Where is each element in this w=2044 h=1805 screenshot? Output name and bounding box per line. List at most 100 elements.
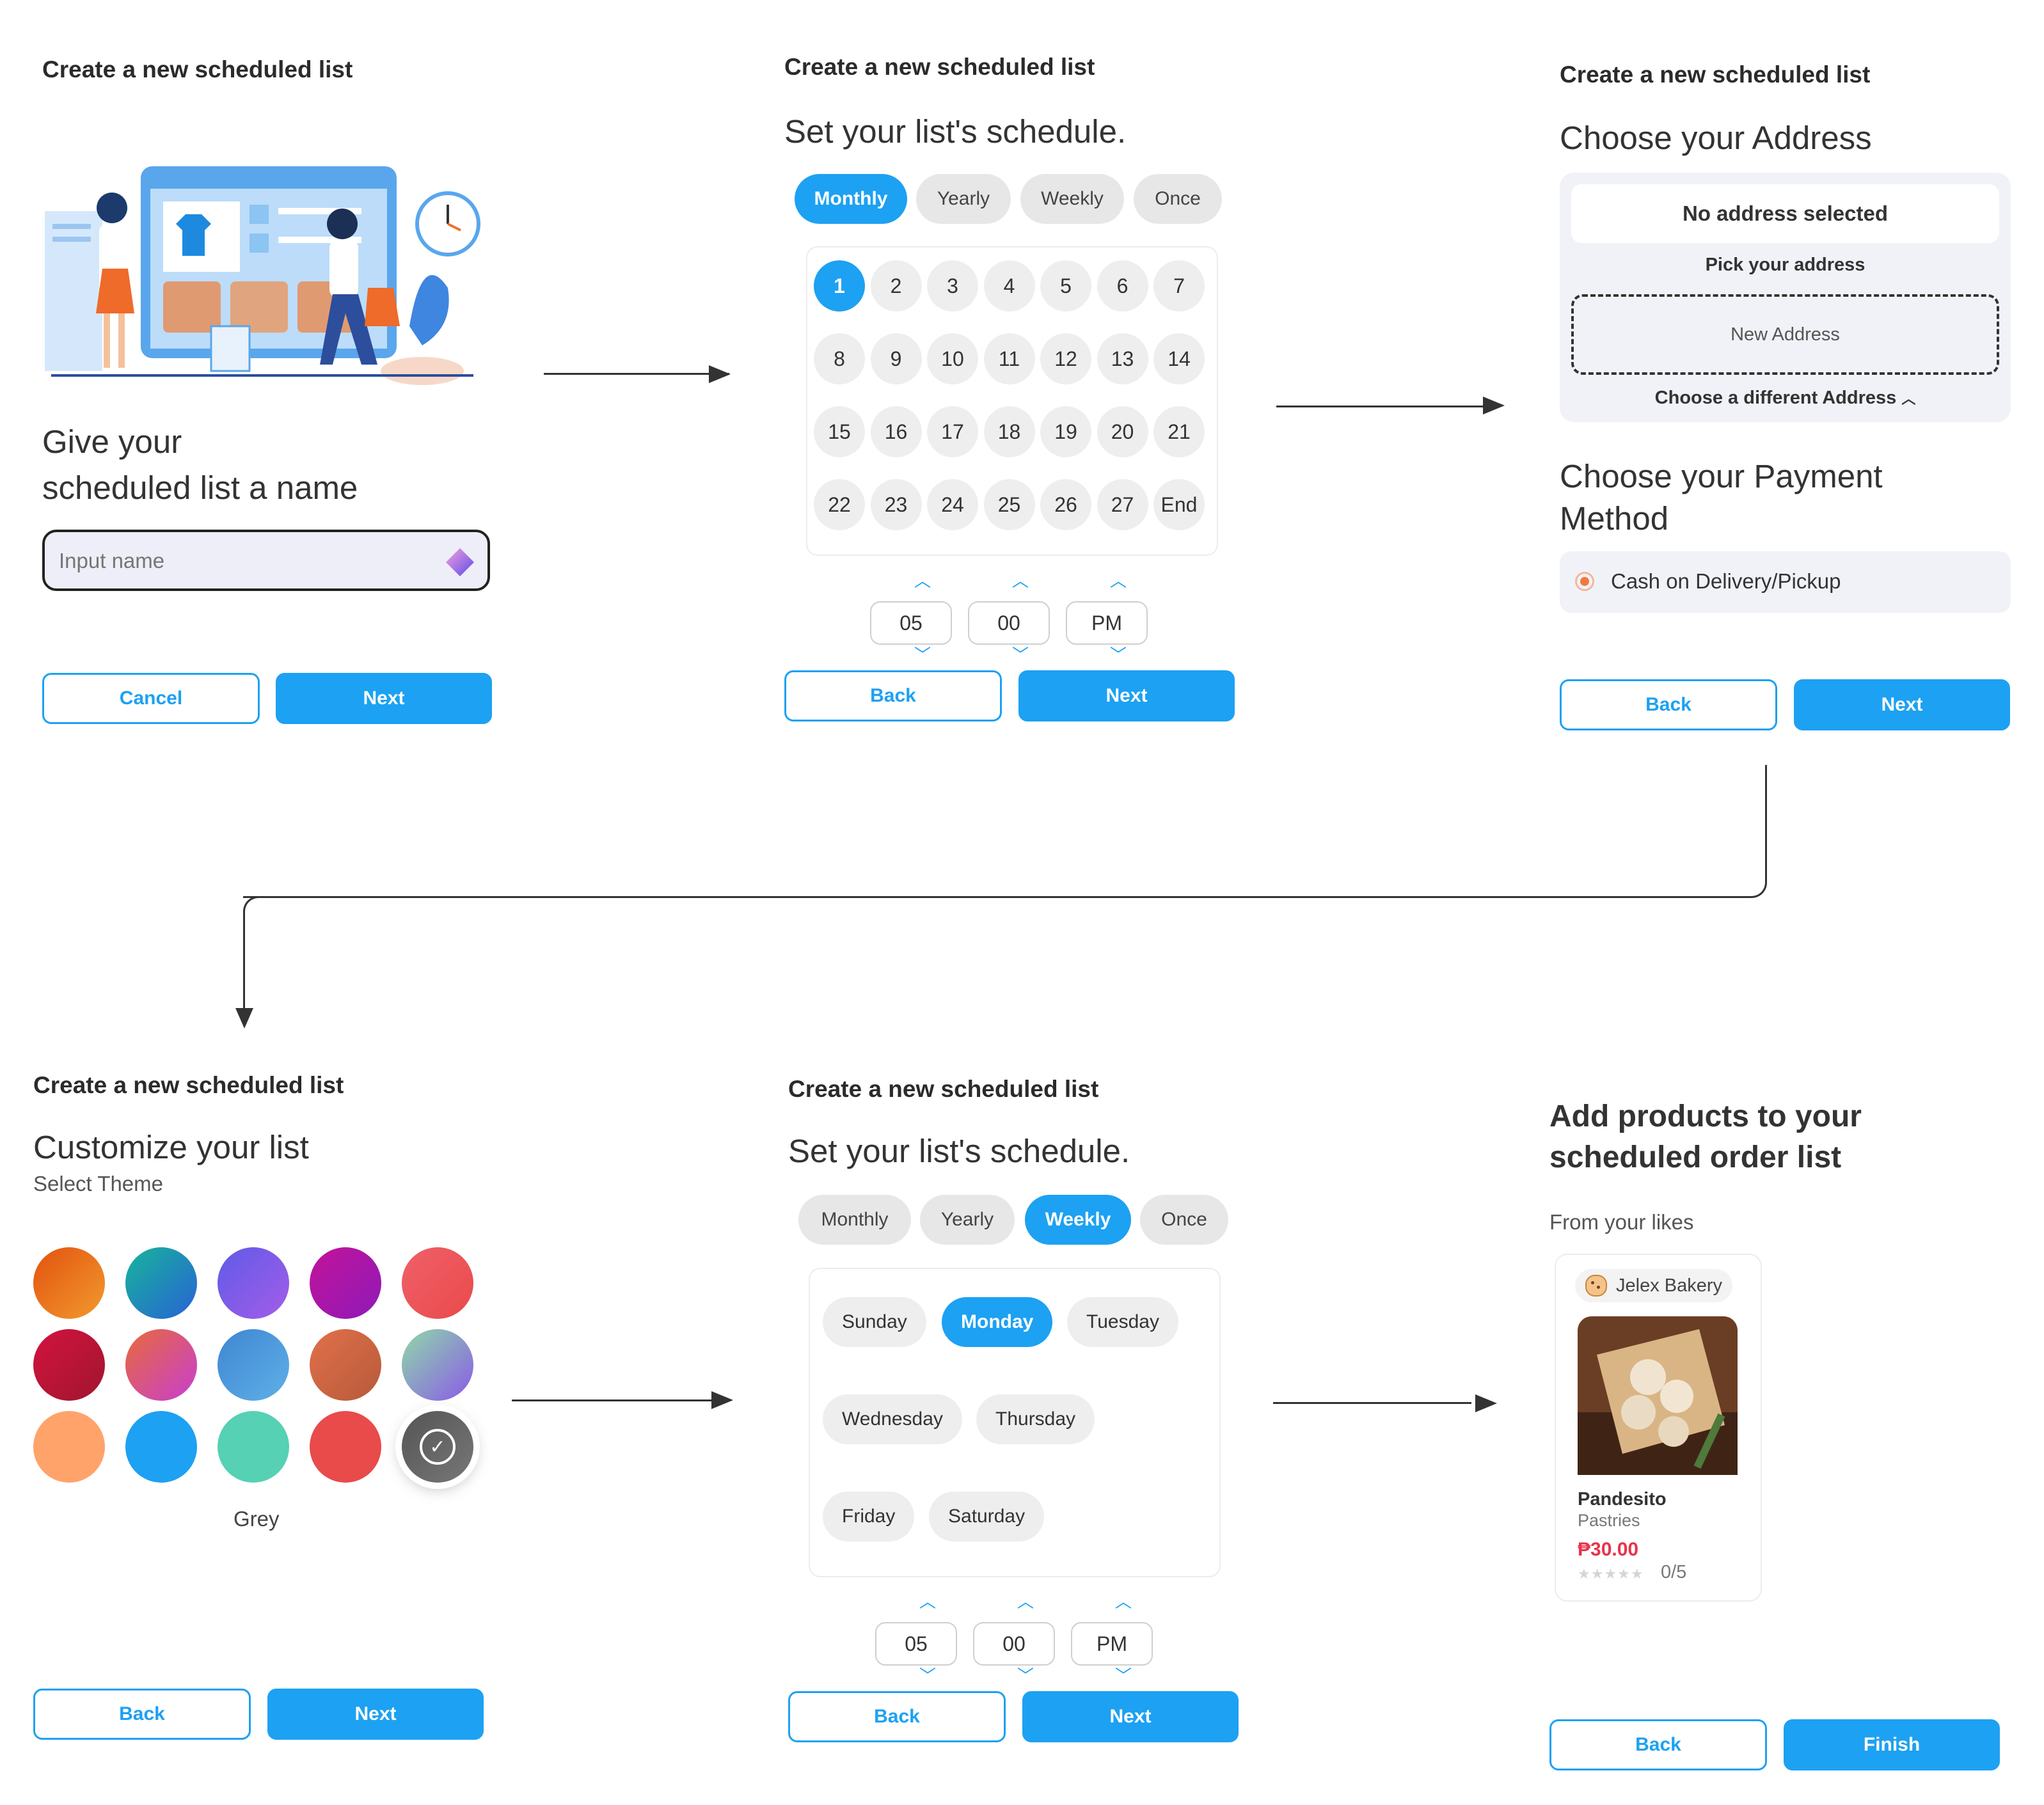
day-cell[interactable]: 3 — [927, 260, 978, 311]
hour-up-chevron-icon[interactable]: ︿ — [919, 1592, 936, 1611]
theme-swatch[interactable] — [310, 1247, 381, 1319]
weekday-monday[interactable]: Monday — [942, 1297, 1053, 1347]
theme-swatch[interactable] — [310, 1411, 381, 1483]
payment-option-cod[interactable]: Cash on Delivery/Pickup — [1560, 551, 2011, 613]
minute-up-chevron-icon[interactable]: ︿ — [1011, 571, 1029, 590]
tab-monthly[interactable]: Monthly — [795, 174, 907, 224]
day-cell[interactable]: 7 — [1153, 260, 1205, 311]
new-address-button[interactable]: New Address — [1571, 294, 1999, 375]
weekday-wednesday[interactable]: Wednesday — [823, 1394, 962, 1444]
day-cell[interactable]: 15 — [814, 406, 865, 457]
hour-down-chevron-icon[interactable]: ﹀ — [914, 645, 931, 665]
back-button[interactable]: Back — [1560, 679, 1777, 730]
name-input-wrapper[interactable] — [42, 530, 490, 591]
day-cell[interactable]: 24 — [927, 479, 978, 530]
day-cell[interactable]: 19 — [1040, 406, 1091, 457]
theme-swatch[interactable] — [33, 1411, 105, 1483]
tab-yearly[interactable]: Yearly — [920, 1195, 1015, 1245]
next-button[interactable]: Next — [1022, 1691, 1239, 1742]
ampm-field[interactable]: PM — [1066, 601, 1148, 645]
weekday-friday[interactable]: Friday — [823, 1492, 915, 1541]
day-cell[interactable]: 2 — [870, 260, 922, 311]
theme-swatch[interactable] — [218, 1329, 289, 1401]
ampm-down-chevron-icon[interactable]: ﹀ — [1109, 645, 1127, 665]
day-cell[interactable]: 13 — [1097, 333, 1148, 384]
day-cell[interactable]: 12 — [1040, 333, 1091, 384]
day-cell[interactable]: 27 — [1097, 479, 1148, 530]
back-button[interactable]: Back — [784, 670, 1002, 721]
tab-once[interactable]: Once — [1140, 1195, 1228, 1245]
ampm-field[interactable]: PM — [1071, 1622, 1153, 1666]
flow-connector-line — [243, 896, 262, 1014]
day-cell[interactable]: 26 — [1040, 479, 1091, 530]
day-cell[interactable]: 6 — [1097, 260, 1148, 311]
ampm-up-chevron-icon[interactable]: ︿ — [1109, 571, 1127, 590]
day-cell[interactable]: 9 — [870, 333, 922, 384]
store-badge[interactable]: Jelex Bakery — [1575, 1269, 1733, 1302]
tab-weekly[interactable]: Weekly — [1020, 174, 1124, 224]
schedule-heading: Set your list's schedule. — [788, 1133, 1130, 1169]
day-cell[interactable]: 10 — [927, 333, 978, 384]
minute-down-chevron-icon[interactable]: ﹀ — [1011, 645, 1029, 665]
day-cell[interactable]: 18 — [983, 406, 1035, 457]
name-input[interactable] — [58, 542, 418, 579]
back-button[interactable]: Back — [788, 1691, 1006, 1742]
hour-field[interactable]: 05 — [870, 601, 952, 645]
theme-swatch[interactable] — [402, 1329, 473, 1401]
theme-swatch[interactable] — [310, 1329, 381, 1401]
day-cell[interactable]: 11 — [983, 333, 1035, 384]
weekday-saturday[interactable]: Saturday — [929, 1492, 1045, 1541]
theme-swatch[interactable] — [402, 1247, 473, 1319]
theme-swatch[interactable] — [218, 1411, 289, 1483]
next-button[interactable]: Next — [1794, 679, 2010, 730]
back-button[interactable]: Back — [1549, 1719, 1767, 1770]
day-cell[interactable]: 25 — [983, 479, 1035, 530]
theme-swatch[interactable] — [33, 1329, 105, 1401]
day-cell[interactable]: 23 — [870, 479, 922, 530]
day-cell[interactable]: 8 — [814, 333, 865, 384]
day-cell[interactable]: 17 — [927, 406, 978, 457]
product-card[interactable]: Jelex Bakery Pandesito Pastries ₱30.00 ★… — [1555, 1254, 1762, 1602]
tab-monthly[interactable]: Monthly — [798, 1195, 911, 1245]
choose-different-address-link[interactable]: Choose a different Address ︿ — [1560, 388, 2011, 409]
day-cell[interactable]: 21 — [1153, 406, 1205, 457]
next-button[interactable]: Next — [276, 673, 492, 724]
hour-down-chevron-icon[interactable]: ﹀ — [919, 1666, 936, 1685]
day-cell[interactable]: 22 — [814, 479, 865, 530]
ampm-down-chevron-icon[interactable]: ﹀ — [1114, 1666, 1132, 1685]
weekday-sunday[interactable]: Sunday — [823, 1297, 926, 1347]
theme-swatch-selected[interactable]: ✓ — [402, 1411, 473, 1483]
hour-up-chevron-icon[interactable]: ︿ — [914, 571, 931, 590]
day-cell[interactable]: 16 — [870, 406, 922, 457]
weekday-thursday[interactable]: Thursday — [976, 1394, 1095, 1444]
theme-swatch[interactable] — [33, 1247, 105, 1319]
flow-arrow-line — [1273, 1402, 1471, 1404]
day-cell[interactable]: 14 — [1153, 333, 1205, 384]
cancel-button[interactable]: Cancel — [42, 673, 260, 724]
back-button[interactable]: Back — [33, 1689, 251, 1740]
tab-yearly[interactable]: Yearly — [916, 174, 1011, 224]
weekday-tuesday[interactable]: Tuesday — [1067, 1297, 1178, 1347]
hour-field[interactable]: 05 — [875, 1622, 957, 1666]
radio-selected-icon[interactable] — [1575, 572, 1594, 591]
theme-swatch[interactable] — [125, 1329, 197, 1401]
day-cell[interactable]: 4 — [983, 260, 1035, 311]
tab-weekly[interactable]: Weekly — [1025, 1195, 1131, 1245]
next-button[interactable]: Next — [267, 1689, 484, 1740]
theme-swatch[interactable] — [125, 1247, 197, 1319]
step-name-panel: Create a new scheduled list Give — [0, 0, 525, 755]
tab-once[interactable]: Once — [1134, 174, 1222, 224]
day-cell[interactable]: 1 — [814, 260, 865, 311]
next-button[interactable]: Next — [1018, 670, 1235, 721]
minute-field[interactable]: 00 — [973, 1622, 1055, 1666]
day-cell[interactable]: 20 — [1097, 406, 1148, 457]
day-cell[interactable]: 5 — [1040, 260, 1091, 311]
minute-down-chevron-icon[interactable]: ﹀ — [1017, 1666, 1034, 1685]
theme-swatch[interactable] — [218, 1247, 289, 1319]
ampm-up-chevron-icon[interactable]: ︿ — [1114, 1592, 1132, 1611]
minute-field[interactable]: 00 — [968, 601, 1050, 645]
theme-swatch[interactable] — [125, 1411, 197, 1483]
minute-up-chevron-icon[interactable]: ︿ — [1017, 1592, 1034, 1611]
finish-button[interactable]: Finish — [1784, 1719, 2000, 1770]
day-cell[interactable]: End — [1153, 479, 1205, 530]
